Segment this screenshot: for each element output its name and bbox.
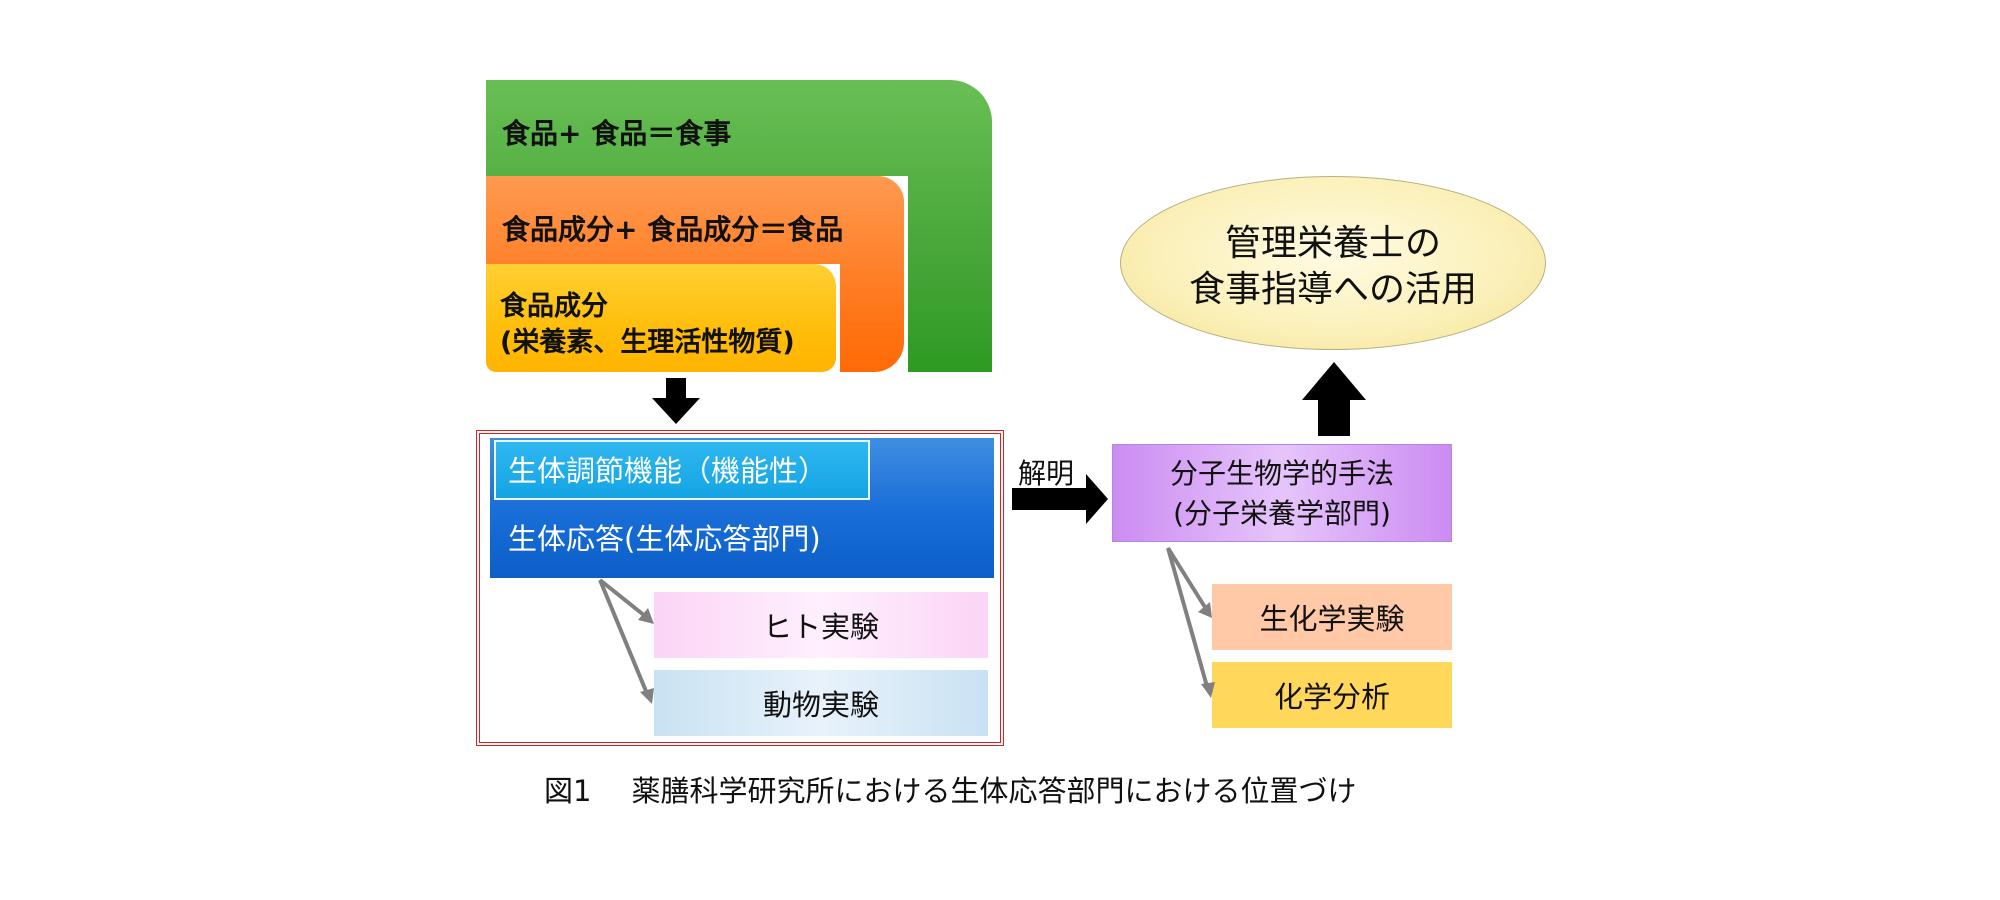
- biochem-experiment-label: 生化学実験: [1259, 602, 1405, 636]
- human-experiment-label: ヒト実験: [762, 610, 879, 644]
- figure-number: 図1: [544, 774, 592, 808]
- goal-label-line1: 管理栄養士の: [1224, 223, 1441, 264]
- chemical-analysis-box: [1212, 662, 1452, 728]
- bio-function-box: [494, 440, 870, 500]
- meal-label: 食品+ 食品＝食事: [502, 117, 732, 150]
- biochem-experiment-box: [1212, 584, 1452, 650]
- animal-experiment-box: [654, 670, 988, 736]
- bio-response-label: 生体応答(生体応答部門): [508, 522, 821, 556]
- up-arrow: [1302, 362, 1366, 436]
- ingredient-label-line2: (栄養素、生理活性物質): [500, 327, 795, 358]
- human-experiment-box: [654, 592, 988, 658]
- molecular-method-label-line1: 分子生物学的手法: [1169, 457, 1394, 490]
- goal-ellipse: [1120, 176, 1546, 350]
- goal-label-line2: 食事指導への活用: [1188, 269, 1477, 310]
- branch-arrows-experiments: [598, 578, 654, 704]
- bio-response-department-frame: [476, 430, 1004, 746]
- molecular-method-box: [1112, 444, 1452, 542]
- figure-caption-text: 薬膳科学研究所における生体応答部門における位置づけ: [631, 774, 1357, 808]
- right-arrow: [1012, 474, 1108, 524]
- chemical-analysis-label: 化学分析: [1273, 680, 1390, 714]
- animal-experiment-label: 動物実験: [762, 688, 879, 722]
- bio-function-label: 生体調節機能（機能性）: [508, 454, 828, 488]
- figure-caption: 図1 薬膳科学研究所における生体応答部門における位置づけ: [544, 768, 1356, 810]
- molecular-method-label-line2: (分子栄養学部門): [1173, 497, 1391, 530]
- branch-arrows-analyses: [1166, 546, 1215, 698]
- down-arrow: [652, 378, 700, 424]
- elucidation-label: 解明: [1018, 457, 1075, 490]
- ingredient-label-line1: 食品成分: [500, 291, 608, 322]
- ingredient-box: [486, 264, 836, 372]
- food-label: 食品成分+ 食品成分＝食品: [502, 213, 844, 246]
